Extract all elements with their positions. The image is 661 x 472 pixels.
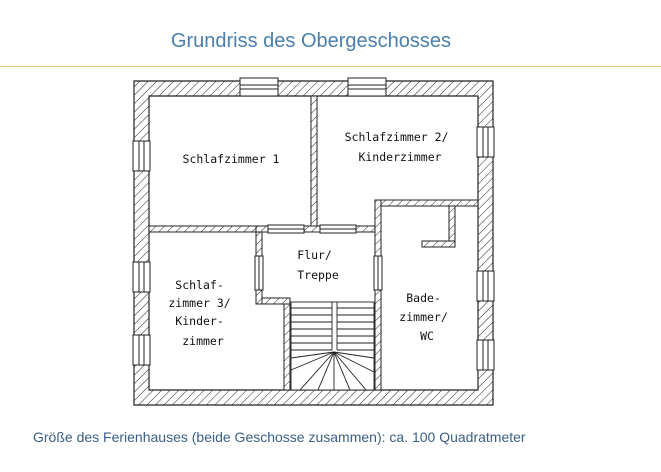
staircase — [290, 301, 375, 391]
wall-bath-top — [374, 199, 479, 207]
interior-walls — [148, 95, 479, 391]
window-top-right — [347, 77, 387, 97]
wall-bedroom1-right — [310, 95, 318, 227]
window-left-lower — [132, 334, 151, 366]
wall-stair-left — [283, 303, 291, 391]
size-caption: Größe des Ferienhauses (beide Geschosse … — [33, 429, 526, 445]
window-right-middle — [476, 270, 495, 302]
wall-bath-left — [374, 199, 382, 391]
doors — [254, 224, 383, 291]
window-right-lower — [476, 339, 495, 371]
diagram-title: Grundriss des Obergeschosses — [170, 30, 452, 52]
room-label-schlafzimmer-2: Schlafzimmer 2/ Kinderzimmer — [345, 130, 456, 164]
window-top-left — [239, 77, 279, 97]
room-label-flur: Flur/ Treppe — [297, 248, 339, 282]
title-divider — [0, 66, 661, 67]
wall-hall-bottom-left — [261, 297, 291, 305]
window-left-upper — [132, 140, 151, 172]
wall-bedroom1-bottom — [148, 225, 257, 233]
window-right-upper — [476, 126, 495, 158]
wall-wc-notch-horizontal — [421, 240, 456, 248]
room-label-badezimmer: Bade- zimmer/ WC — [399, 291, 454, 343]
room-label-schlafzimmer-1: Schlafzimmer 1 — [183, 152, 280, 166]
window-left-middle — [132, 261, 151, 293]
windows — [132, 77, 495, 371]
room-label-schlafzimmer-3: Schlaf- zimmer 3/ Kinder- zimmer — [168, 278, 237, 348]
wall-wc-notch-vertical — [448, 205, 456, 247]
